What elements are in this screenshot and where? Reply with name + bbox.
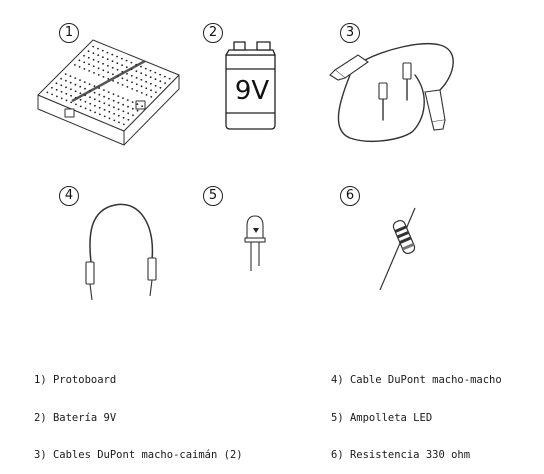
- item-number-2: 2: [203, 23, 223, 43]
- legend-item-2: 2) Batería 9V: [34, 411, 117, 424]
- legend-item-3: 3) Cables DuPont macho-caimán (2): [34, 449, 243, 461]
- item-number-4: 4: [59, 186, 79, 206]
- item-number-1: 1: [59, 23, 79, 43]
- legend-item-4: 4) Cable DuPont macho-macho: [331, 374, 502, 386]
- item-number-6: 6: [340, 186, 360, 206]
- legend-item-1: 1) Protoboard: [34, 374, 117, 386]
- legend-item-6: 6) Resistencia 330 ohm: [331, 449, 471, 461]
- battery-label: 9V: [234, 76, 270, 106]
- legend-left: 1) Protoboard 2) Batería 9V 3) Cables Du…: [34, 349, 243, 474]
- item-number-5: 5: [203, 186, 223, 206]
- legend-item-5: 5) Ampolleta LED: [331, 411, 433, 424]
- legend-right: 4) Cable DuPont macho-macho 5) Ampolleta…: [331, 349, 502, 474]
- item-number-3: 3: [340, 23, 360, 43]
